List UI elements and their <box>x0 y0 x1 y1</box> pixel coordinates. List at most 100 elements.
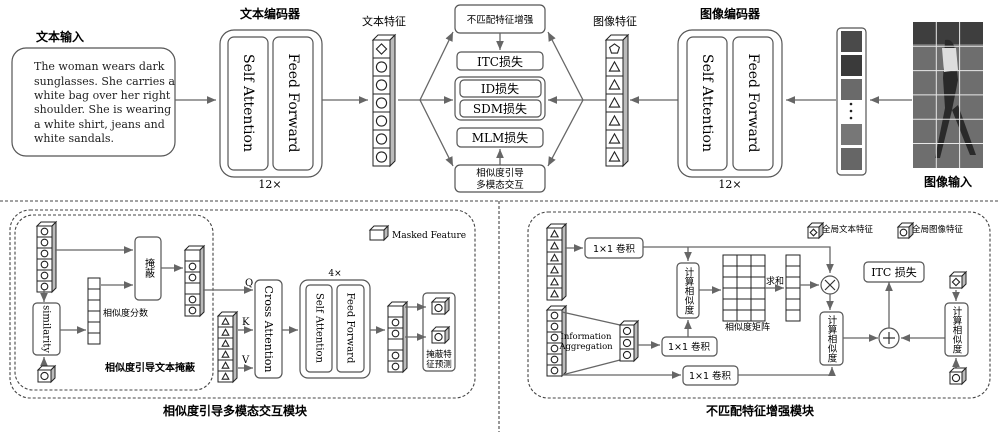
feature-cell <box>606 112 623 130</box>
image-input-label: 图像输入 <box>924 174 972 189</box>
output-feature-column <box>388 302 407 372</box>
feature-cell <box>185 261 200 272</box>
matrix-cell <box>751 299 765 310</box>
feature-cell <box>185 272 200 283</box>
matrix-cell <box>751 255 765 266</box>
connector <box>738 367 832 375</box>
feature-cell <box>373 76 390 94</box>
feature-cell <box>547 365 562 376</box>
feature-cell <box>547 310 562 321</box>
text-line: white bag over her right <box>34 89 171 102</box>
column-side <box>562 224 566 300</box>
feature-cell <box>37 237 52 248</box>
conv-label: 1×1 卷积 <box>689 370 732 382</box>
matrix-cell <box>737 277 751 288</box>
feature-cell <box>185 305 200 316</box>
feature-cell <box>185 283 200 294</box>
legend-text-feature: 全局文本特征 <box>822 224 874 235</box>
feature-cell <box>37 248 52 259</box>
feature-cell <box>606 130 623 148</box>
matrix-cell <box>723 255 737 266</box>
text-feature-column <box>373 35 395 166</box>
mlm-loss-label: MLM损失 <box>472 130 529 145</box>
feature-cell <box>606 148 623 166</box>
matrix-cell <box>723 310 737 321</box>
feed-forward-label: Feed Forward <box>745 54 761 153</box>
info-aggregation-label: Aggregation <box>558 342 613 352</box>
matrix-cell <box>737 255 751 266</box>
conv-label: 1×1 卷积 <box>668 341 711 353</box>
text-feature-label: 文本特征 <box>362 14 406 28</box>
compute-similarity-label: 计算相似度 <box>683 266 695 315</box>
feature-cell <box>38 370 51 382</box>
feature-cell <box>373 148 390 166</box>
feature-cell <box>88 333 100 344</box>
feature-cell <box>185 250 200 261</box>
matrix-cell <box>723 299 737 310</box>
text-feature-column <box>37 222 56 292</box>
feature-cell <box>373 40 390 58</box>
matrix-cell <box>723 288 737 299</box>
repeat-label: 12× <box>718 178 741 191</box>
feature-cell <box>37 259 52 270</box>
matrix-cell <box>751 310 765 321</box>
feature-cell <box>786 299 800 310</box>
patch <box>841 55 862 76</box>
matrix-cell <box>737 288 751 299</box>
add-icon <box>879 328 899 348</box>
feature-cell <box>388 328 403 339</box>
column-side <box>200 246 204 316</box>
matrix-cell <box>737 310 751 321</box>
feature-cell <box>786 288 800 299</box>
feature-cell <box>88 289 100 300</box>
column-side <box>52 222 56 292</box>
feature-cell <box>620 325 634 337</box>
feature-cell <box>950 372 962 384</box>
feature-cell <box>786 266 800 277</box>
masking-title: 相似度引导文本掩蔽 <box>105 361 196 374</box>
patch <box>841 31 862 52</box>
patch <box>841 79 862 100</box>
mismatch-label: 不匹配特征增强 <box>467 14 534 26</box>
feature-cell <box>388 361 403 372</box>
feature-cell <box>786 277 800 288</box>
feature-cell <box>388 350 403 361</box>
itc-loss-label: ITC损失 <box>477 54 523 69</box>
column-side <box>623 35 628 166</box>
multiply-icon <box>821 276 839 294</box>
feature-cell <box>37 270 52 281</box>
mask-label: 掩蔽 <box>143 257 155 279</box>
text-line: a white shirt, jeans and <box>34 118 165 131</box>
feature-cell <box>606 76 623 94</box>
legend-image-feature: 全局图像特征 <box>912 224 964 235</box>
text-encoder-title: 文本编码器 <box>240 6 301 21</box>
interaction-label: 多模态交互 <box>476 179 524 191</box>
image-feature-label: 图像特征 <box>593 14 637 28</box>
sdm-loss-label: SDM损失 <box>473 101 527 116</box>
matrix-cell <box>751 266 765 277</box>
image-feature-column <box>218 312 237 382</box>
arrow <box>548 100 583 166</box>
feature-cell <box>373 94 390 112</box>
interaction-label: 相似度引导 <box>476 167 524 179</box>
feature-cell <box>620 337 634 349</box>
feature-cell <box>606 94 623 112</box>
itc-loss-label: ITC 损失 <box>871 265 917 279</box>
repeat-label: 4× <box>328 269 341 279</box>
text-line: sunglasses. She carries a <box>34 75 175 88</box>
interaction-module-title: 相似度引导多模态交互模块 <box>163 403 308 418</box>
legend-masked-label: Masked Feature <box>392 231 466 241</box>
matrix-cell <box>737 299 751 310</box>
feature-cell <box>388 317 403 328</box>
arrow <box>420 100 453 166</box>
v-label: V <box>241 355 250 366</box>
k-label: K <box>242 317 250 328</box>
prediction-label: 征预测 <box>426 359 452 370</box>
arrow <box>420 32 453 100</box>
patch <box>841 124 862 145</box>
text-input-title: 文本输入 <box>36 29 84 44</box>
feature-cell <box>185 294 200 305</box>
text-line: The woman wears dark <box>34 60 165 73</box>
feature-cell <box>37 226 52 237</box>
